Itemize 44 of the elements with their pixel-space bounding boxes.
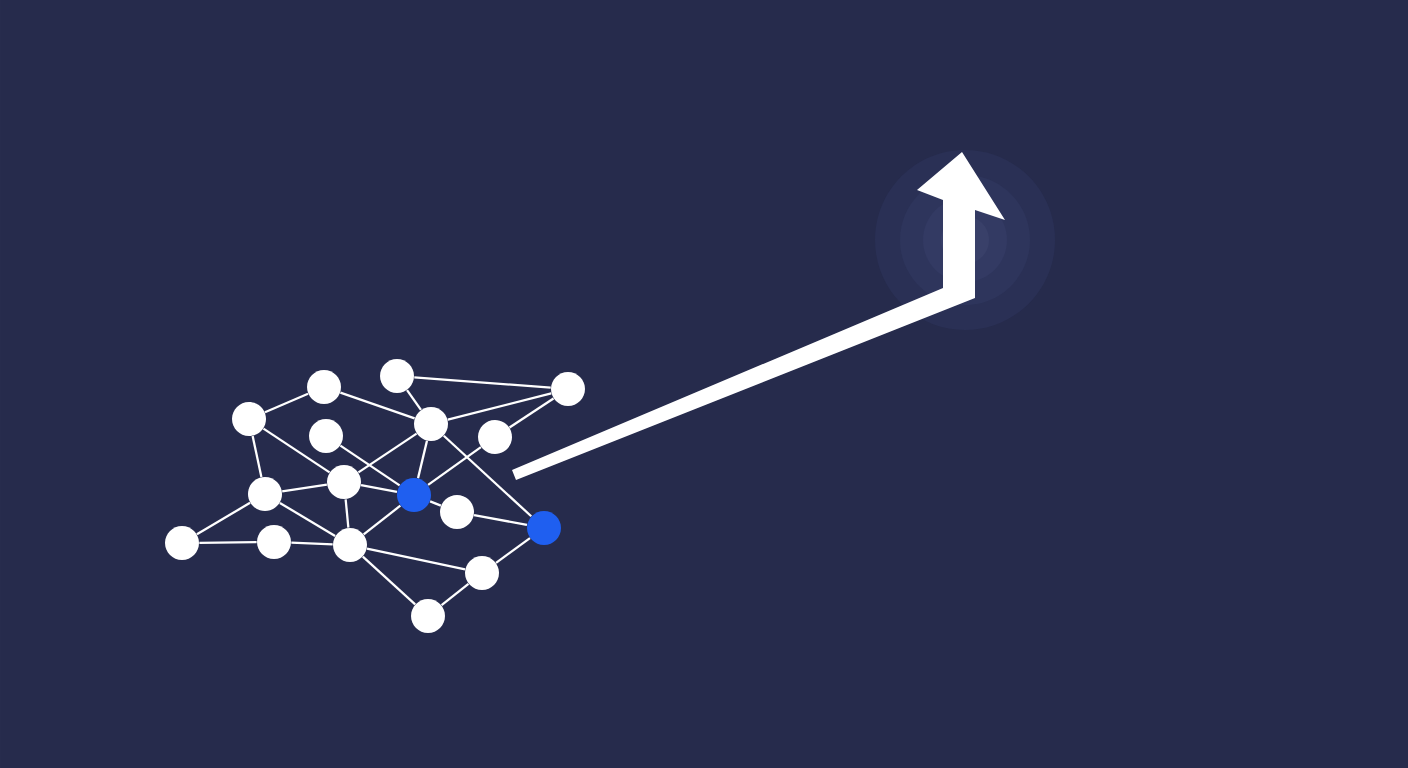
connector-line [473, 514, 528, 526]
connector-line [291, 541, 333, 546]
network-node [527, 511, 561, 545]
connector-line [199, 541, 257, 544]
connector-line [262, 427, 331, 474]
connector-line [251, 435, 263, 478]
connector-line [282, 483, 327, 493]
network-node [327, 465, 361, 499]
connector-line [340, 391, 415, 420]
connector-line [362, 555, 416, 606]
connector-line [264, 392, 309, 414]
connector-line [366, 547, 466, 571]
connector-line [279, 501, 336, 538]
network-node [257, 525, 291, 559]
connector-line [429, 500, 442, 507]
network-node [309, 419, 343, 453]
connector-line [362, 504, 402, 536]
network-node [397, 478, 431, 512]
connector-line [495, 537, 531, 564]
network-node [232, 402, 266, 436]
network-node [465, 556, 499, 590]
network-node [411, 599, 445, 633]
connector-line [360, 484, 398, 493]
connector-line [427, 446, 482, 486]
network-node [165, 526, 199, 560]
network-node [478, 420, 512, 454]
network-node [307, 370, 341, 404]
network-node [333, 528, 367, 562]
connector-line [447, 392, 552, 421]
connector-line [443, 434, 532, 518]
network-node [440, 495, 474, 529]
network-node [248, 477, 282, 511]
connector-line [508, 397, 555, 429]
connector-line [406, 389, 422, 411]
connector-line [414, 376, 551, 389]
network-node [551, 372, 585, 406]
connector-line [344, 499, 350, 528]
connector-line [440, 582, 470, 607]
network-node [380, 359, 414, 393]
connector-line [196, 501, 251, 536]
connector-line [416, 440, 429, 479]
connector-line [357, 432, 418, 474]
connector-line [339, 444, 401, 487]
network-node [414, 407, 448, 441]
